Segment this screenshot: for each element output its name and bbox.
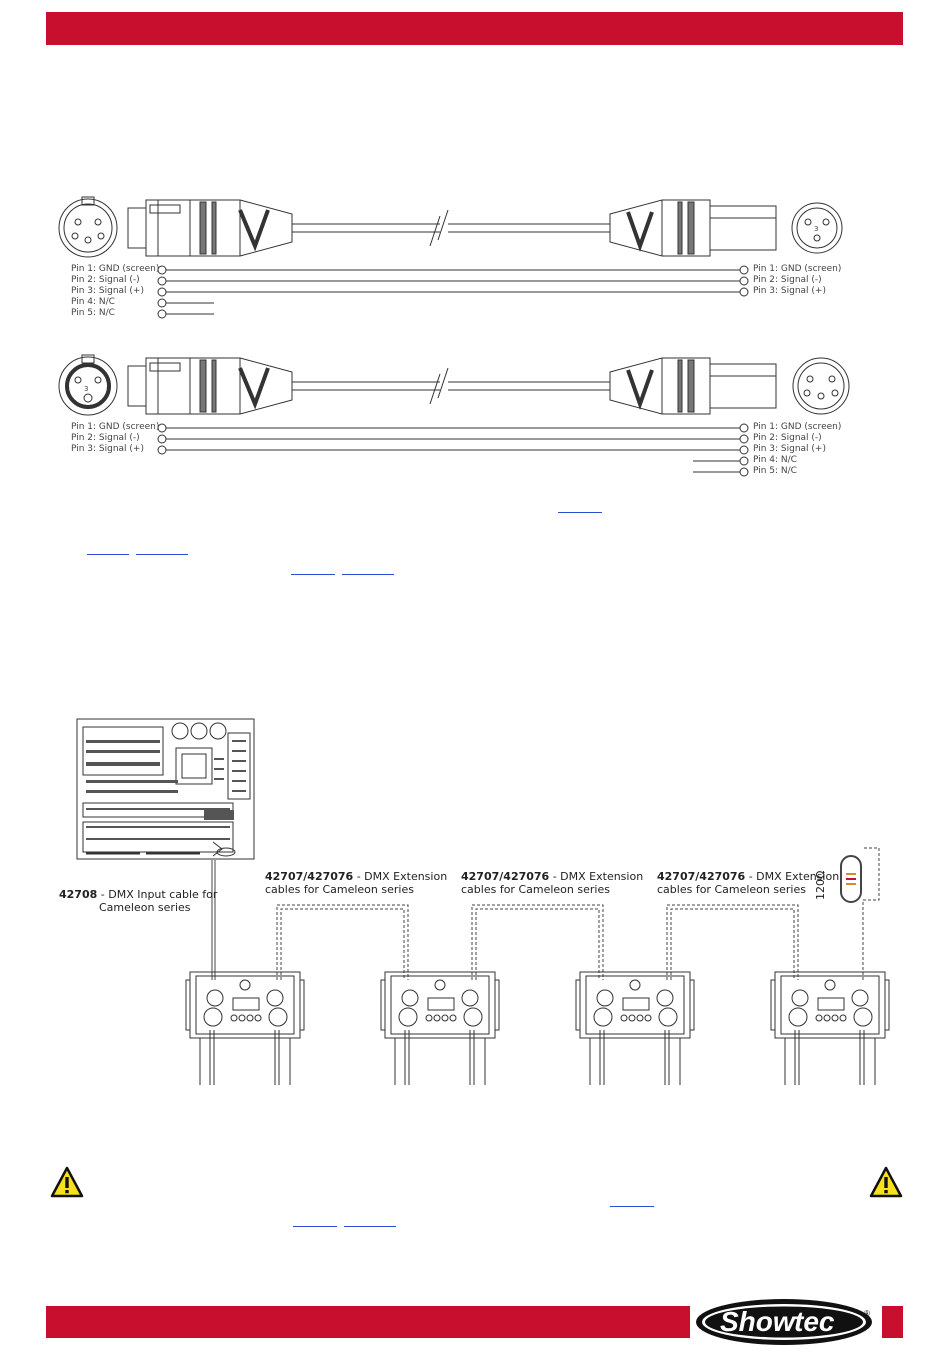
header-bar	[46, 12, 903, 45]
extension-cable-label-line2: cables for Cameleon series	[265, 883, 414, 896]
terminator-label: 120Ω	[814, 870, 827, 900]
cross-reference-link[interactable]	[610, 1206, 654, 1207]
cross-reference-link[interactable]	[342, 574, 394, 575]
pin-label: Pin 3: Signal (+)	[753, 444, 826, 454]
extension-cable-code: 42707/427076	[657, 870, 746, 883]
terminator-bands	[846, 873, 856, 885]
pin-label: Pin 3: Signal (+)	[71, 444, 144, 454]
cross-reference-link[interactable]	[136, 554, 188, 555]
cable-1-drawing	[58, 196, 843, 319]
pin-label: Pin 3: Signal (+)	[71, 286, 144, 296]
cable-2-drawing	[58, 354, 850, 477]
input-cable-label: 42708 - DMX Input cable for	[59, 888, 217, 901]
extension-cable-text: - DMX Extension	[549, 870, 644, 883]
pin-label: Pin 1: GND (screen)	[753, 264, 842, 274]
pin-label: Pin 4: N/C	[753, 455, 797, 465]
input-cable-code: 42708	[59, 888, 98, 901]
registered-mark: ®	[864, 1309, 870, 1318]
connector-pin-number: 3	[814, 225, 819, 233]
pin-label: Pin 2: Signal (-)	[71, 433, 140, 443]
cross-reference-link[interactable]	[344, 1226, 396, 1227]
extension-cable-label-line2: cables for Cameleon series	[657, 883, 806, 896]
warning-icon	[869, 1166, 903, 1198]
dmx-console-drawing	[76, 718, 255, 860]
extension-cable-text: - DMX Extension	[353, 870, 448, 883]
cross-reference-link[interactable]	[293, 1226, 337, 1227]
fixtures	[185, 971, 890, 1086]
console-controls	[86, 740, 246, 840]
pin-label: Pin 2: Signal (-)	[71, 275, 140, 285]
extension-cable-label: 42707/427076 - DMX Extension	[265, 870, 447, 883]
pin-label: Pin 4: N/C	[71, 297, 115, 307]
warning-icon	[50, 1166, 84, 1198]
pin-label: Pin 5: N/C	[753, 466, 797, 476]
pin-label: Pin 1: GND (screen)	[753, 422, 842, 432]
extension-cable-text: - DMX Extension	[745, 870, 840, 883]
cross-reference-link[interactable]	[87, 554, 129, 555]
extension-cable-label: 42707/427076 - DMX Extension	[657, 870, 839, 883]
extension-cable-code: 42707/427076	[461, 870, 550, 883]
cross-reference-link[interactable]	[558, 512, 602, 513]
extension-cable-code: 42707/427076	[265, 870, 354, 883]
extension-cable-label: 42707/427076 - DMX Extension	[461, 870, 643, 883]
pin-label: Pin 5: N/C	[71, 308, 115, 318]
input-cable-text: - DMX Input cable for	[97, 888, 218, 901]
cross-reference-link[interactable]	[291, 574, 335, 575]
extension-cable-label-line2: cables for Cameleon series	[461, 883, 610, 896]
connector-pin-number: 3	[84, 385, 89, 393]
logo-shape: Show tec ®	[696, 1299, 872, 1345]
pin-label: Pin 3: Signal (+)	[753, 286, 826, 296]
logo-text: Show	[720, 1306, 797, 1337]
input-cable-label-line2: Cameleon series	[99, 901, 191, 914]
pin-label: Pin 2: Signal (-)	[753, 433, 822, 443]
pin-label: Pin 1: GND (screen)	[71, 264, 160, 274]
logo-text-2: tec	[794, 1306, 835, 1337]
pin-label: Pin 2: Signal (-)	[753, 275, 822, 285]
pin-label: Pin 1: GND (screen)	[71, 422, 160, 432]
showtec-logo: Show tec ®	[690, 1296, 882, 1348]
